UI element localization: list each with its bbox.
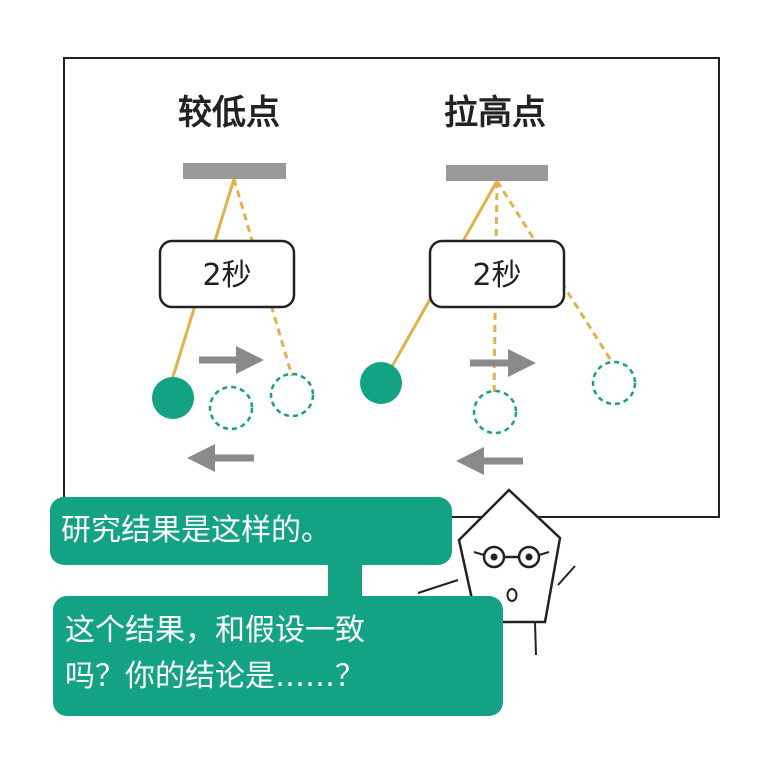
speech-bubble-connector — [328, 564, 362, 598]
pentagon-character — [417, 488, 576, 656]
speech-line-2a: 这个结果，和假设一致 — [65, 613, 365, 648]
right-ghost-bob-right — [591, 360, 637, 406]
left-panel: 较低点 2秒 — [152, 93, 315, 472]
left-panel-title: 较低点 — [178, 93, 280, 133]
right-panel-title: 拉高点 — [444, 93, 546, 133]
right-time-label: 2秒 — [472, 258, 521, 293]
character-left-arm — [417, 579, 459, 594]
character-mouth — [506, 588, 518, 602]
speech-bubble-question: 这个结果，和假设一致 吗？你的结论是……？ — [53, 596, 503, 716]
left-time-box — [158, 239, 296, 309]
left-time-label: 2秒 — [202, 258, 251, 293]
glasses-icon — [473, 545, 550, 569]
left-pendulum-bob — [152, 377, 194, 419]
left-pivot-bar — [183, 163, 286, 179]
right-pivot-bar — [446, 165, 548, 181]
right-time-box — [428, 239, 566, 309]
left-ghost-bob-right — [269, 372, 315, 418]
character-right-arm — [557, 565, 576, 586]
character-right-leg — [534, 621, 537, 656]
right-pendulum-bob — [360, 362, 402, 404]
speech-bubble-result: 研究结果是这样的。 — [50, 497, 452, 565]
right-panel: 拉高点 2秒 — [360, 93, 637, 475]
right-ghost-bob-middle — [472, 389, 518, 435]
speech-line-2b: 吗？你的结论是……？ — [65, 659, 365, 694]
left-ghost-bob-middle — [208, 385, 254, 431]
speech-line-1: 研究结果是这样的。 — [61, 513, 331, 548]
